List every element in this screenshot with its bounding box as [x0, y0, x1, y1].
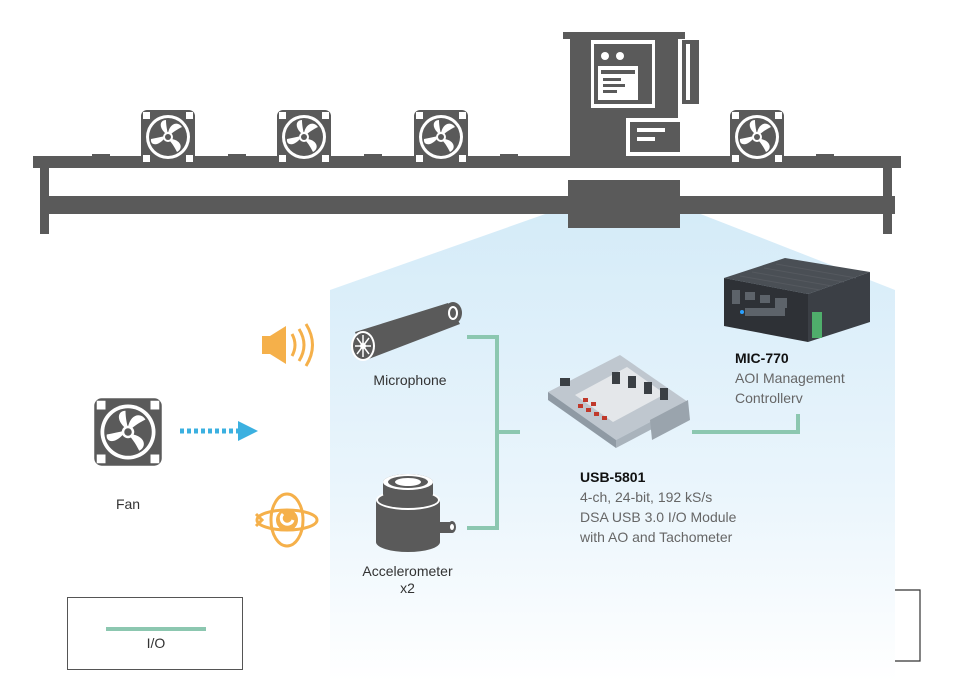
mic-770-controller-image — [724, 258, 870, 342]
mic-770-desc-line2: Controllerv — [735, 390, 803, 406]
legend-box: I/O — [67, 597, 243, 670]
usb-5801-desc-line2: DSA USB 3.0 I/O Module — [580, 509, 737, 525]
production-line-machine — [33, 32, 901, 234]
line-fan-icon — [730, 110, 784, 164]
accelerometer-label: Accelerometer x2 — [340, 563, 475, 597]
usb-5801-desc-line1: 4-ch, 24-bit, 192 kS/s — [580, 489, 713, 505]
microphone-icon — [351, 302, 462, 361]
fan-icon — [94, 398, 162, 466]
legend-io-label: I/O — [146, 635, 166, 651]
accelerometer-label-line2: x2 — [400, 580, 415, 596]
microphone-label: Microphone — [373, 372, 447, 388]
accelerometer-icon — [376, 474, 456, 552]
usb-5801-info: USB-5801 4-ch, 24-bit, 192 kS/s DSA USB … — [580, 467, 780, 547]
usb-5801-name: USB-5801 — [580, 469, 646, 485]
line-fan-icon — [277, 110, 331, 164]
legend-io-line-swatch — [106, 627, 206, 631]
airflow-arrow-icon — [180, 421, 258, 441]
line-fan-icon — [414, 110, 468, 164]
frame-bracket — [895, 589, 921, 662]
accelerometer-label-line1: Accelerometer — [362, 563, 453, 579]
sound-wave-icon — [262, 323, 314, 367]
fan-label: Fan — [115, 496, 141, 512]
line-fan-icon — [141, 110, 195, 164]
vibration-icon — [254, 492, 319, 548]
mic-770-desc-line1: AOI Management — [735, 370, 845, 386]
usb-5801-desc-line3: with AO and Tachometer — [580, 529, 733, 545]
mic-770-info: MIC-770 AOI Management Controllerv — [735, 348, 895, 408]
usb-5801-module-image — [548, 355, 690, 448]
io-connection-lines — [467, 335, 800, 530]
mic-770-name: MIC-770 — [735, 350, 789, 366]
